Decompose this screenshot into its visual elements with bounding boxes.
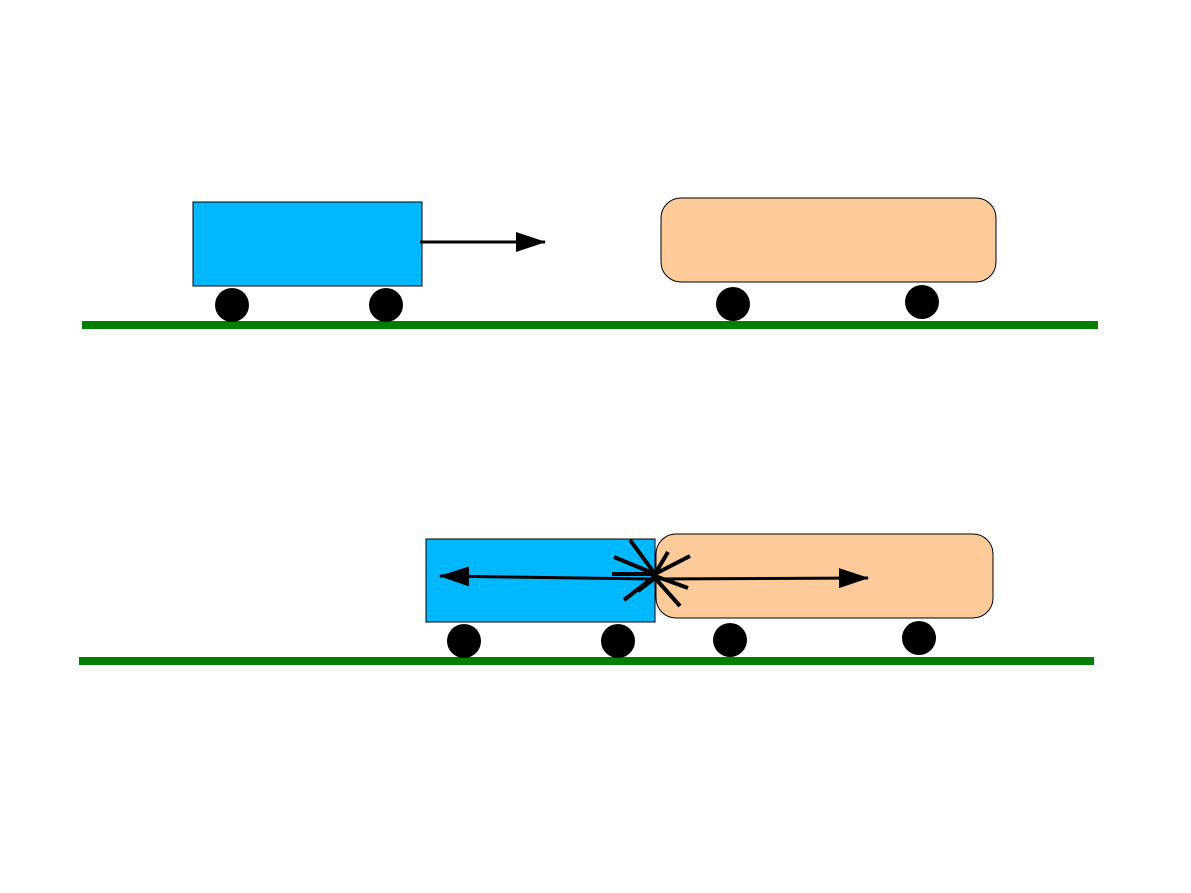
peach-cart-bottom — [655, 533, 994, 657]
wheel — [369, 288, 403, 322]
peach-cart-top — [660, 197, 997, 321]
wheel — [215, 288, 249, 322]
blue-cart-bottom — [425, 538, 656, 658]
scene-during-collision — [79, 533, 1094, 665]
blue-cart-top — [192, 201, 423, 322]
wheel — [716, 287, 750, 321]
wheel — [601, 624, 635, 658]
wheel — [447, 624, 481, 658]
force-arrow-left — [439, 566, 656, 587]
blue-cart-body — [425, 538, 656, 623]
peach-cart-body — [655, 533, 994, 619]
blue-cart-body — [192, 201, 423, 287]
impact-burst-icon — [612, 538, 691, 608]
force-arrow-right — [654, 568, 869, 589]
scene-before-collision — [82, 197, 1098, 329]
wheel — [713, 623, 747, 657]
wheel — [905, 285, 939, 319]
wheel — [902, 621, 936, 655]
peach-cart-body — [660, 197, 997, 283]
